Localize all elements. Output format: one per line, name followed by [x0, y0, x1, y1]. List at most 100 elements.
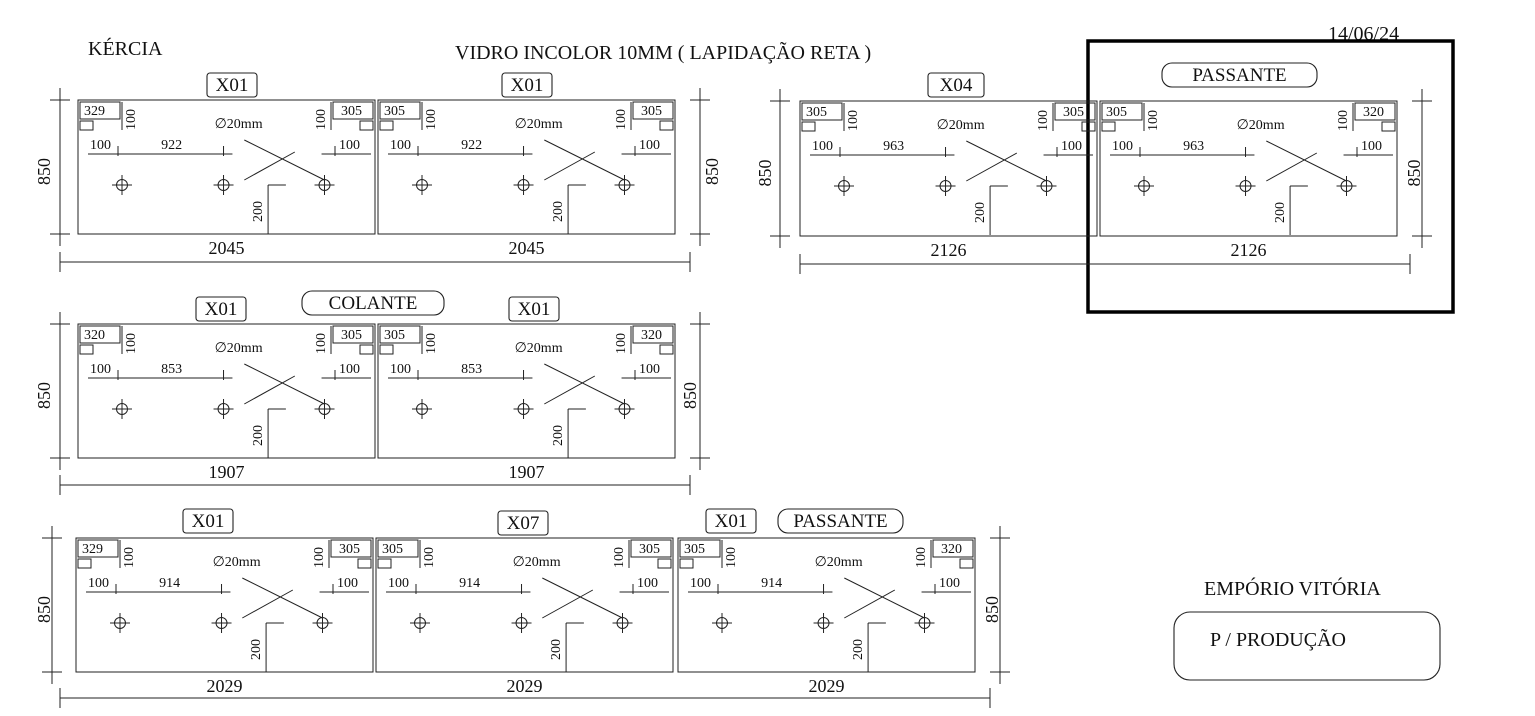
corner-box-right: [332, 101, 374, 120]
hole-symbol: [412, 175, 432, 195]
panel-outline: [375, 537, 674, 673]
panel-outline: [799, 100, 1098, 237]
hole-symbol: [211, 613, 232, 633]
corner-box-right: [630, 539, 672, 558]
corner-box-right: [632, 101, 674, 120]
diagonal-line: [544, 139, 625, 181]
hole-diameter-label: ∅20mm: [215, 341, 263, 356]
panel-height-dim: 850: [982, 596, 1002, 623]
diagonal-line: [966, 140, 1047, 182]
left-corner-dim: 305: [382, 542, 403, 557]
left-corner-dim: 305: [806, 105, 827, 120]
corner-mark-right: [359, 344, 374, 355]
left-vertical-dim: 100: [122, 547, 137, 568]
hole-symbol: [314, 399, 335, 419]
vertical-200-dim: 200: [249, 639, 264, 660]
diagonal-line: [242, 589, 294, 619]
vertical-200-dim: 200: [973, 202, 988, 223]
hole-diameter-label: ∅20mm: [515, 117, 563, 132]
left-corner-dim: 320: [84, 328, 105, 343]
hole-symbol: [712, 613, 732, 633]
corner-mark-left: [379, 344, 394, 355]
panel-height-dim: 850: [34, 596, 54, 623]
panel-height-dim: 850: [702, 158, 722, 185]
corner-box-left: [79, 325, 121, 344]
passante-tag-text: PASSANTE: [793, 511, 887, 532]
diagonal-line: [544, 375, 596, 405]
corner-mark-right: [659, 120, 674, 131]
left-vertical-dim: 100: [724, 547, 739, 568]
left-corner-dim: 329: [82, 542, 103, 557]
diagonal-line: [244, 151, 296, 181]
corner-mark-left: [801, 121, 816, 132]
production-note: P / PRODUÇÃO: [1210, 627, 1346, 651]
corner-mark-right: [657, 558, 672, 569]
hole-diameter-label: ∅20mm: [213, 555, 261, 570]
panel-width-dim: 1907: [509, 462, 545, 482]
left-vertical-dim: 100: [1146, 110, 1161, 131]
hole-diameter-label: ∅20mm: [515, 341, 563, 356]
right-vertical-dim: 100: [314, 333, 329, 354]
corner-mark-left: [379, 120, 394, 131]
panel-height-dim: 850: [34, 382, 54, 409]
hole-symbol: [213, 399, 234, 419]
diagonal-line: [544, 363, 625, 405]
panel-outline: [75, 537, 374, 673]
diagonal-line: [542, 589, 594, 619]
panel-width-dim: 2029: [207, 676, 243, 696]
hole-symbol: [213, 175, 234, 195]
edge-offset-dim: 100: [690, 576, 711, 591]
hole-symbol: [1134, 176, 1154, 196]
panel-code-tag-box: [508, 296, 560, 322]
left-corner-dim: 329: [84, 104, 105, 119]
panel-height-dim: 850: [755, 160, 775, 187]
hole-symbol: [834, 176, 854, 196]
edge-offset-dim: 100: [90, 362, 111, 377]
panel-code-tag-text: X01: [715, 511, 748, 532]
panel-width-dim: 1907: [209, 462, 245, 482]
hole-spacing-dim: 914: [159, 576, 180, 591]
panel-height-dim: 850: [1404, 160, 1424, 187]
panel-outline: [77, 323, 376, 459]
panel-code-tag: X01: [501, 72, 553, 98]
highlight-frame: [1086, 39, 1455, 314]
edge-offset-dim: 100: [1112, 139, 1133, 154]
panel-code-tag-box: [497, 510, 549, 536]
right-edge-dim: 100: [939, 576, 960, 591]
panel-width-dim: 2029: [809, 676, 845, 696]
hole-diameter-label: ∅20mm: [1237, 118, 1285, 133]
corner-mark-right: [357, 558, 372, 569]
passante-tag: PASSANTE: [1161, 62, 1318, 88]
panel-outline: [77, 99, 376, 235]
panel-code-tag: X01: [705, 508, 757, 534]
edge-offset-dim: 100: [88, 576, 109, 591]
diagonal-line: [844, 589, 896, 619]
corner-box-right: [330, 539, 372, 558]
hole-symbol: [412, 399, 432, 419]
hole-diameter-label: ∅20mm: [513, 555, 561, 570]
edge-offset-dim: 100: [390, 362, 411, 377]
right-corner-dim: 320: [941, 542, 962, 557]
right-edge-dim: 100: [639, 362, 660, 377]
right-vertical-dim: 100: [614, 109, 629, 130]
colante-tag-box: [301, 290, 445, 316]
right-corner-dim: 305: [339, 542, 360, 557]
panel-code-tag: X01: [182, 508, 234, 534]
edge-offset-dim: 100: [388, 576, 409, 591]
panel-height-dim: 850: [34, 158, 54, 185]
corner-box-right: [932, 539, 974, 558]
panel-outline: [377, 323, 676, 459]
right-vertical-dim: 100: [314, 109, 329, 130]
edge-offset-dim: 100: [90, 138, 111, 153]
panel-outline: [1099, 100, 1398, 237]
right-vertical-dim: 100: [614, 333, 629, 354]
vertical-200-dim: 200: [851, 639, 866, 660]
right-edge-dim: 100: [339, 362, 360, 377]
